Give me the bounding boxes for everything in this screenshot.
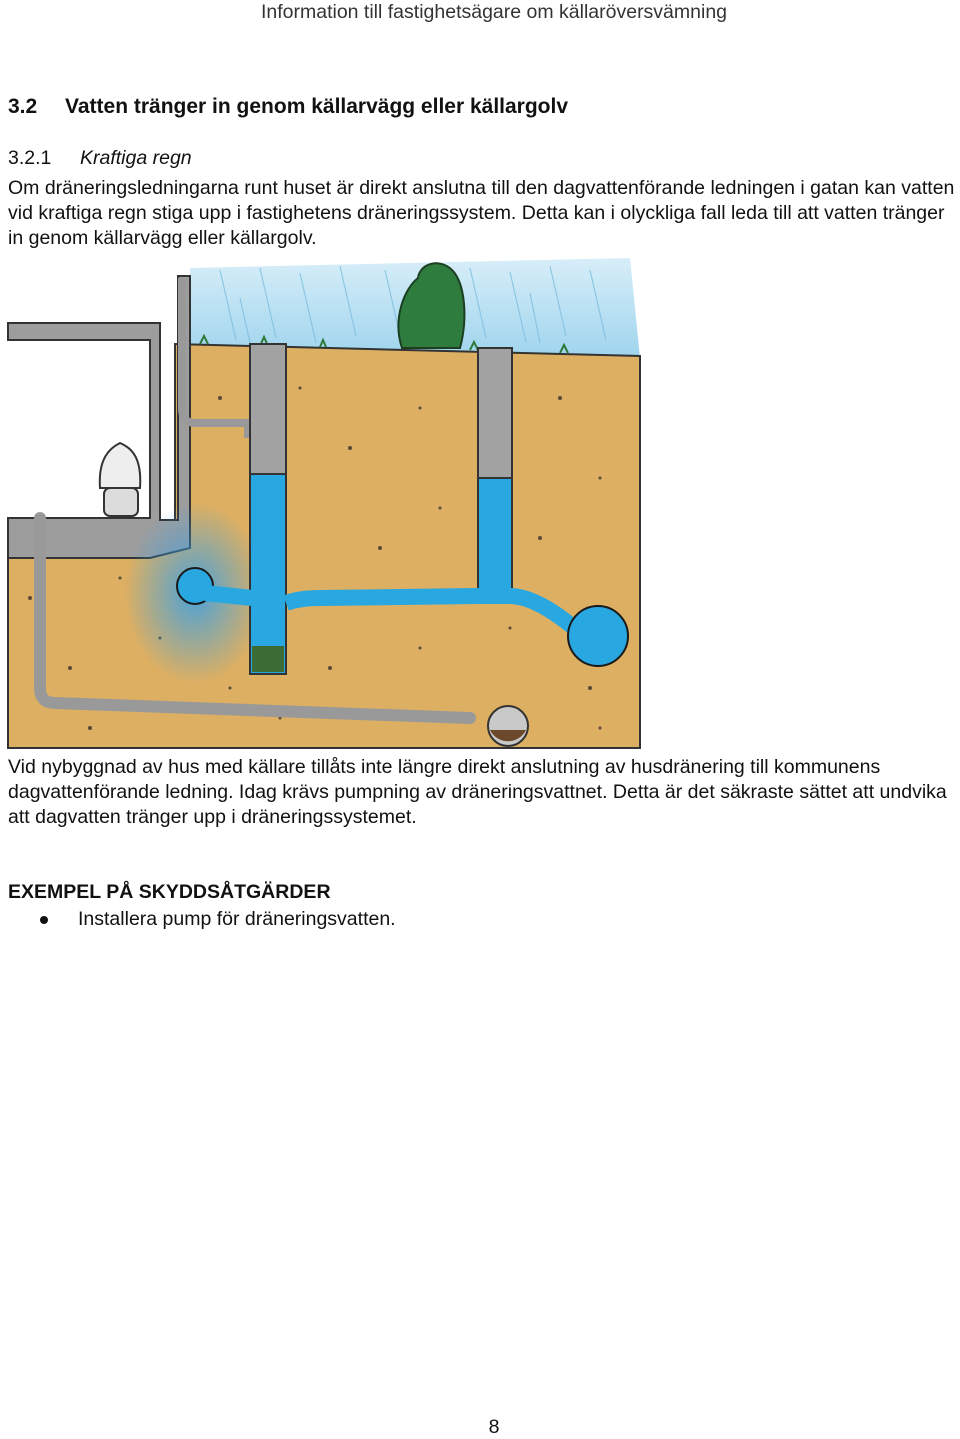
- examples-heading: EXEMPEL PÅ SKYDDSÅTGÄRDER: [8, 881, 331, 903]
- body-paragraph: Vid nybyggnad av hus med källare tillåts…: [8, 756, 947, 828]
- subsection-heading: 3.2.1 Kraftiga regn: [8, 146, 192, 170]
- section-number: 3.2: [8, 95, 38, 118]
- list-item: Installera pump för dräneringsvatten.: [0, 907, 396, 932]
- measures-list: Installera pump för dräneringsvatten.: [0, 907, 396, 932]
- section-heading: 3.2 Vatten tränger in genom källarvägg el…: [8, 94, 568, 120]
- bullet-icon: [40, 916, 48, 924]
- subsection-title: Kraftiga regn: [80, 147, 192, 169]
- list-item-text: Installera pump för dräneringsvatten.: [78, 908, 396, 930]
- subsection-number: 3.2.1: [8, 147, 52, 169]
- basement-drainage-illustration: [7, 258, 641, 749]
- running-header: Information till fastighetsägare om käll…: [260, 1, 728, 23]
- page-number: 8: [488, 1416, 500, 1438]
- intro-paragraph: Om dräneringsledningarna runt huset är d…: [8, 177, 955, 249]
- section-title: Vatten tränger in genom källarvägg eller…: [65, 95, 569, 118]
